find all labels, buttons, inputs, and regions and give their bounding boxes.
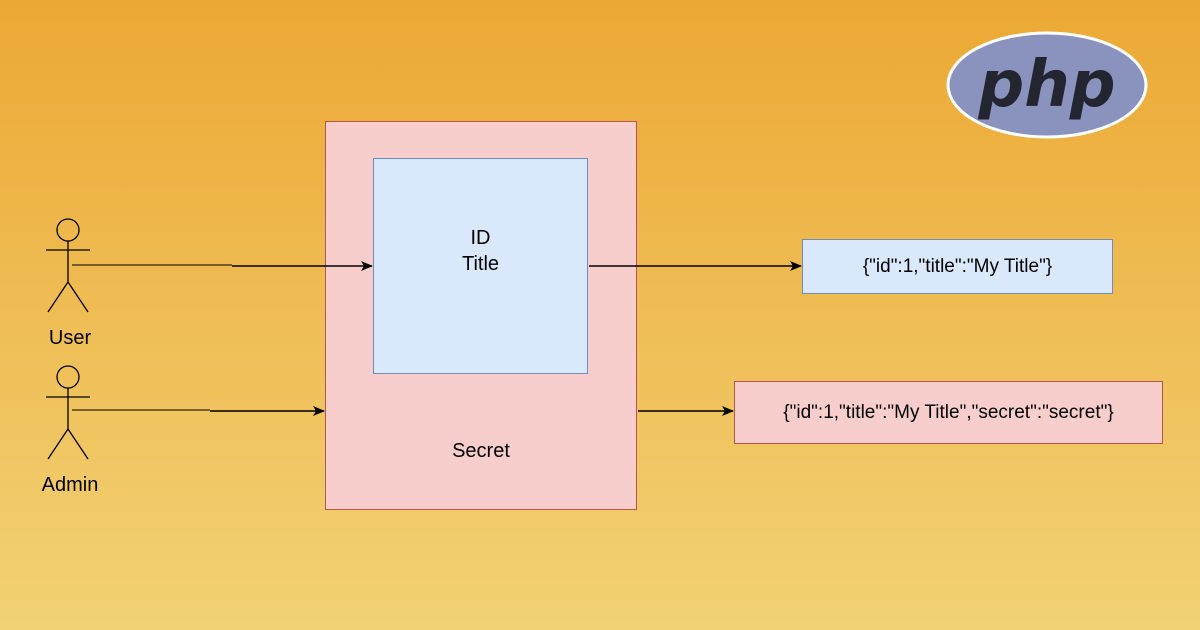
admin-actor-label: Admin xyxy=(41,474,99,496)
admin-response-box: {"id":1,"title":"My Title","secret":"sec… xyxy=(734,381,1163,444)
user-response-box: {"id":1,"title":"My Title"} xyxy=(802,239,1113,294)
user-actor-icon xyxy=(46,218,90,313)
field-id-label: ID xyxy=(470,227,491,249)
user-actor-label: User xyxy=(48,327,92,349)
admin-actor-icon xyxy=(46,365,90,460)
php-logo: php xyxy=(946,31,1148,139)
svg-text:php: php xyxy=(977,48,1115,122)
public-fields-box: ID Title xyxy=(373,158,588,374)
user-response-text: {"id":1,"title":"My Title"} xyxy=(862,255,1053,277)
admin-response-text: {"id":1,"title":"My Title","secret":"sec… xyxy=(783,401,1114,423)
secret-field-label: Secret xyxy=(452,440,510,462)
field-title-label: Title xyxy=(461,253,500,275)
